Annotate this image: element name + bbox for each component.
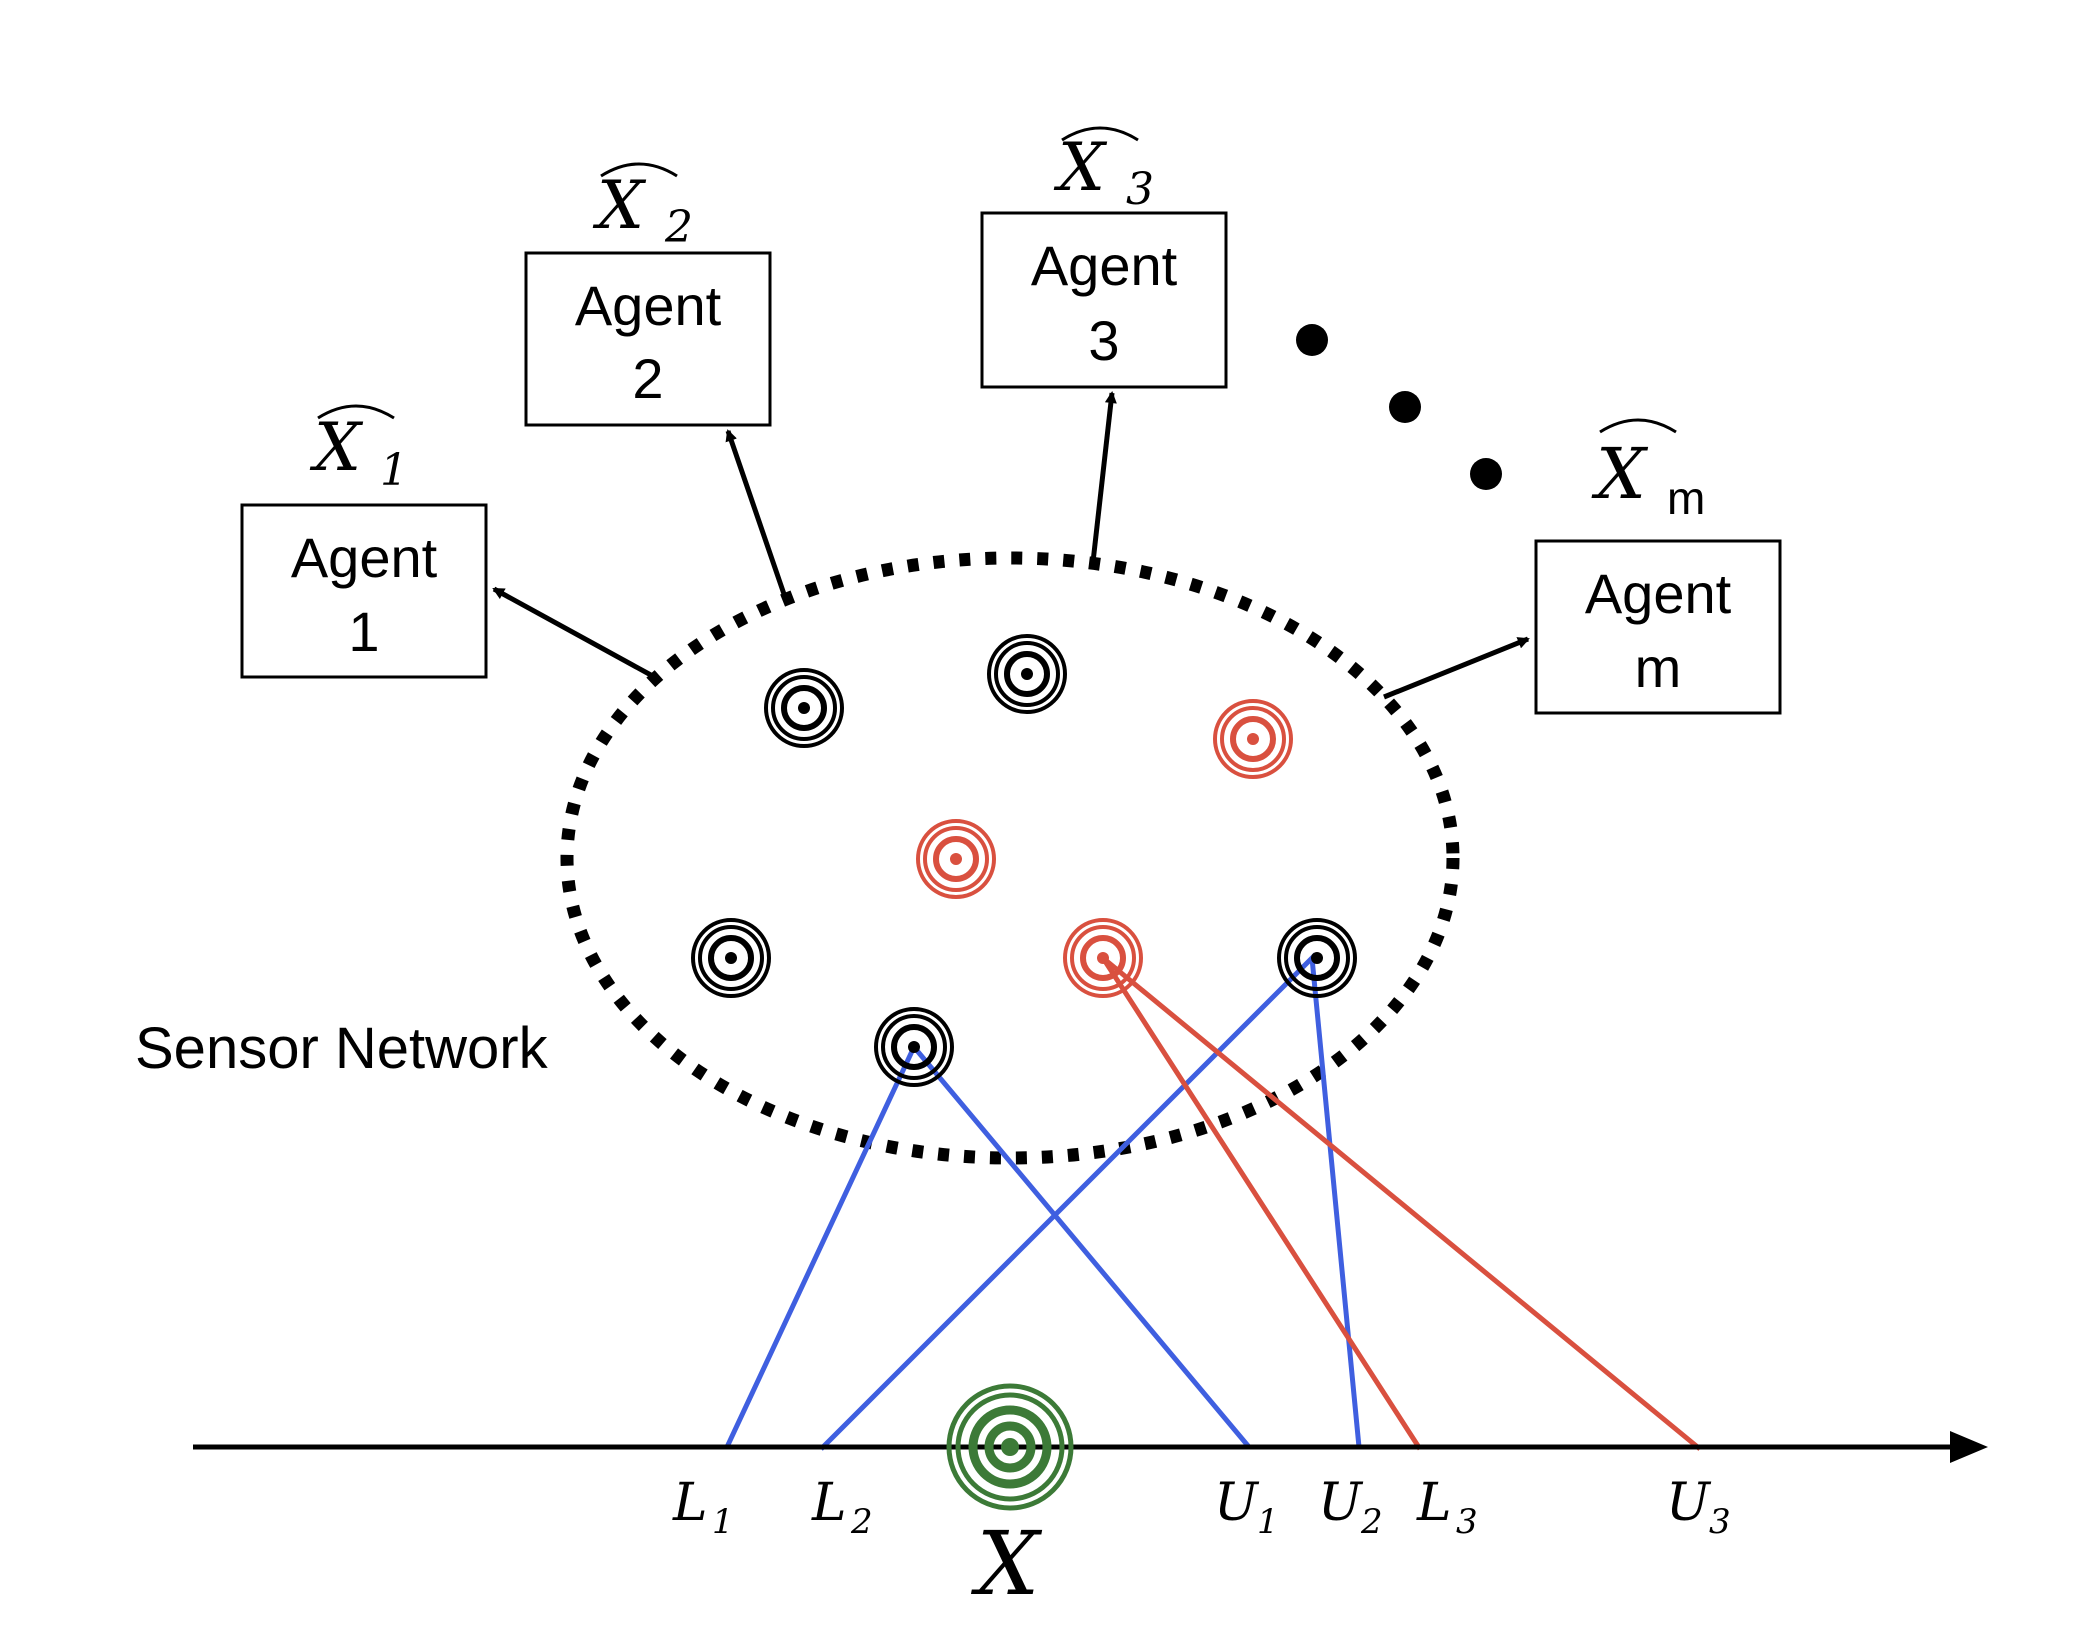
agent-2-label-line1: Agent (575, 274, 722, 337)
sensor-target-icon (874, 1007, 954, 1087)
agent-3-box (980, 211, 1228, 389)
bound-label-L3: L 3 (1416, 1473, 1478, 1542)
arrow-to-agent-2 (725, 429, 788, 598)
sensor-target-icon (1277, 918, 1357, 998)
true-value-label: X (971, 1512, 1043, 1615)
agent-1-label-line1: Agent (291, 526, 438, 589)
sensor-target-icon (764, 668, 844, 748)
sensor-target-icon (691, 918, 771, 998)
sensor-target-icon (1063, 918, 1143, 998)
agent-2-estimate-subscript: 2 (664, 202, 693, 253)
agent-3-estimate-subscript: 3 (1126, 164, 1154, 215)
network-to-agent-arrows (492, 391, 1530, 700)
sensor-network-boundary (560, 551, 1460, 1165)
agent-1: Agent 1 X 1 (240, 404, 488, 679)
bound-subscript: 2 (850, 1502, 873, 1542)
agent-3: Agent 3 X 3 (980, 126, 1228, 389)
bound-subscript: 1 (712, 1502, 734, 1542)
bound-label-U3: U 3 (1666, 1473, 1731, 1542)
agent-m-estimate-subscript: m (1667, 472, 1705, 524)
arrow-to-agent-3 (1090, 391, 1117, 563)
agent-2-label-line2: 2 (632, 347, 663, 410)
agent-m-box (1534, 539, 1782, 715)
bound-subscript: 1 (1257, 1502, 1279, 1542)
bound-letter: U (1318, 1473, 1364, 1533)
agent-3-label-line1: Agent (1031, 234, 1178, 297)
x-axis-arrowhead (1950, 1431, 1988, 1463)
x-axis (193, 1431, 1988, 1463)
ellipsis-dot (1389, 391, 1421, 423)
ellipsis-dot (1296, 324, 1328, 356)
sensors (691, 634, 1357, 1087)
bound-labels: L 1 L 2 U 1 U 2 L 3 U 3 (672, 1473, 1731, 1542)
bound-letter: U (1666, 1473, 1712, 1533)
true-value-target-icon (946, 1383, 1074, 1511)
red-sensor-interval (1100, 956, 1702, 1451)
agent-m-label-line1: Agent (1585, 562, 1732, 625)
bound-letter: U (1214, 1473, 1260, 1533)
agent-1-label-line2: 1 (348, 600, 379, 663)
agent-1-estimate-symbol: X (309, 409, 364, 486)
sensor-target-icon (1213, 699, 1293, 779)
interval-3-lines (1100, 956, 1702, 1451)
agent-m-label-line2: m (1635, 636, 1682, 699)
bound-subscript: 3 (1456, 1502, 1478, 1542)
agent-2-estimate-symbol: X (592, 167, 647, 244)
agent-3-label-line2: 3 (1088, 309, 1119, 372)
bound-subscript: 2 (1360, 1502, 1383, 1542)
bound-label-L1: L 1 (672, 1473, 734, 1542)
agent-2-box (524, 251, 772, 427)
bound-subscript: 3 (1709, 1502, 1731, 1542)
agent-1-estimate: X 1 (309, 404, 408, 496)
agent-3-estimate-symbol: X (1053, 129, 1108, 206)
agent-1-box (240, 503, 488, 679)
interval-1-lines (724, 1042, 1251, 1449)
arrow-to-agent-1 (492, 586, 662, 683)
bound-label-U1: U 1 (1214, 1473, 1279, 1542)
ellipsis-dot (1470, 458, 1502, 490)
sensor-target-icon (987, 634, 1067, 714)
agent-3-estimate: X 3 (1053, 126, 1154, 215)
bound-letter: L (1416, 1473, 1452, 1533)
bound-label-L2: L 2 (811, 1473, 873, 1542)
arrow-to-agent-m (1383, 636, 1530, 700)
bound-letter: L (672, 1473, 708, 1533)
sensor-target-icon (916, 819, 996, 899)
agent-m-estimate-symbol: X (1591, 433, 1649, 515)
agent-2: Agent 2 X 2 (524, 162, 772, 427)
agent-m: Agent m X m (1534, 418, 1782, 715)
agent-m-estimate: X m (1591, 418, 1705, 524)
more-agents-ellipsis (1296, 324, 1502, 490)
sensor-network-label: Sensor Network (135, 1016, 549, 1081)
bound-label-U2: U 2 (1318, 1473, 1383, 1542)
bound-letter: L (811, 1473, 847, 1533)
agent-1-estimate-subscript: 1 (380, 445, 408, 496)
agent-2-estimate: X 2 (592, 162, 693, 253)
